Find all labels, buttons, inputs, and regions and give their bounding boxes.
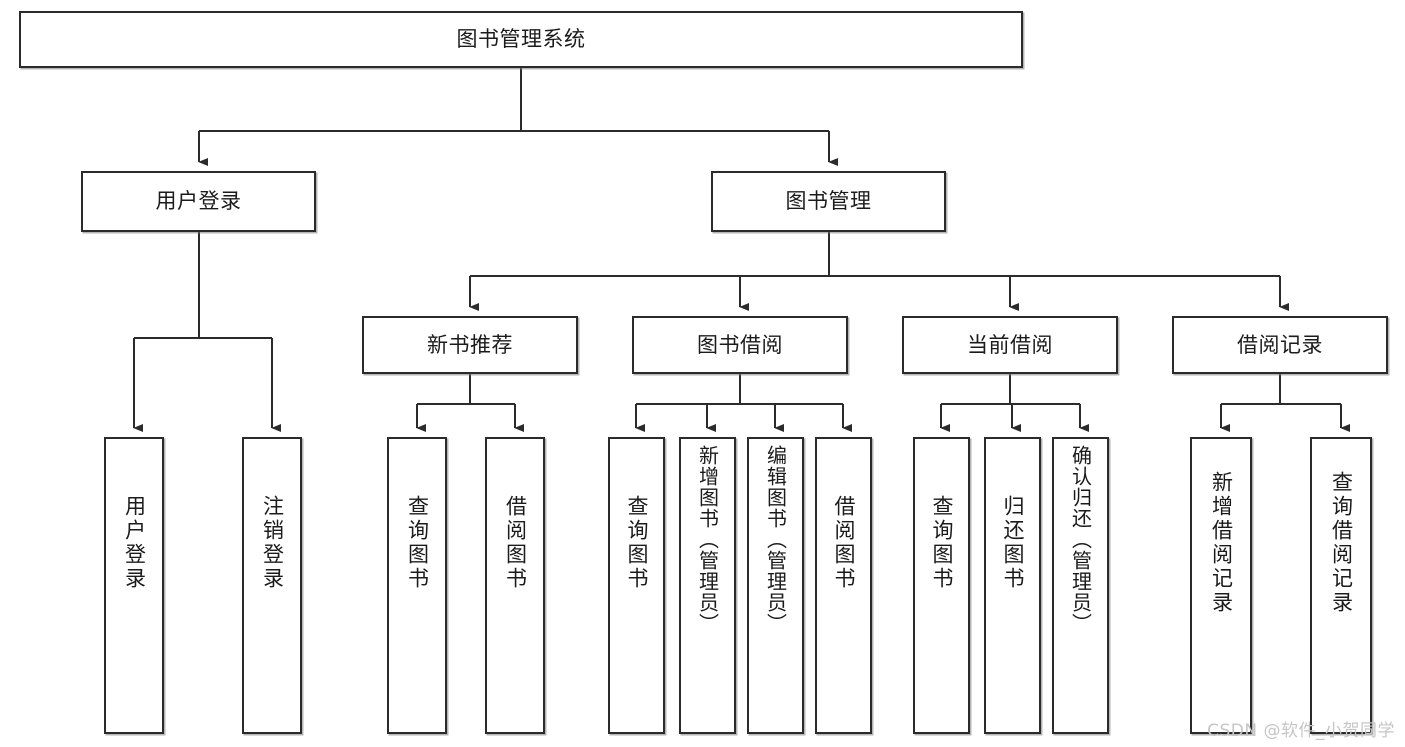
node-leaf-edit-book-admin[interactable]: 编辑图书（管理员） bbox=[747, 437, 804, 734]
node-leaf-query-book-recommend[interactable]: 查询图书 bbox=[387, 437, 447, 734]
node-leaf-query-book-recommend-label: 查询图书 bbox=[405, 495, 430, 591]
node-leaf-return-book[interactable]: 归还图书 bbox=[984, 437, 1041, 734]
node-leaf-query-book-borrow[interactable]: 查询图书 bbox=[608, 437, 665, 734]
node-leaf-query-book-current[interactable]: 查询图书 bbox=[913, 437, 970, 734]
node-book-borrow-label: 图书借阅 bbox=[697, 332, 783, 357]
node-leaf-add-borrow-record-label: 新增借阅记录 bbox=[1209, 471, 1234, 615]
node-user-login[interactable]: 用户登录 bbox=[81, 171, 316, 232]
node-leaf-user-login[interactable]: 用户登录 bbox=[104, 437, 164, 734]
node-leaf-query-book-current-label: 查询图书 bbox=[930, 495, 954, 591]
node-leaf-add-borrow-record[interactable]: 新增借阅记录 bbox=[1190, 437, 1252, 734]
node-leaf-edit-book-admin-label: 编辑图书（管理员） bbox=[763, 445, 788, 634]
node-leaf-logout-label: 注销登录 bbox=[260, 495, 285, 591]
csdn-watermark: CSDN @软件_小贺同学 bbox=[1207, 721, 1395, 741]
node-leaf-confirm-return-admin-label: 确认归还（管理员） bbox=[1068, 445, 1093, 634]
node-current-borrow-label: 当前借阅 bbox=[967, 332, 1053, 357]
node-leaf-return-book-label: 归还图书 bbox=[1001, 495, 1025, 591]
node-user-login-label: 用户登录 bbox=[155, 189, 242, 214]
node-leaf-user-login-label: 用户登录 bbox=[122, 495, 147, 591]
node-book-manage-label: 图书管理 bbox=[785, 189, 872, 214]
node-new-book-recommend[interactable]: 新书推荐 bbox=[362, 316, 578, 374]
node-leaf-query-borrow-record-label: 查询借阅记录 bbox=[1329, 471, 1354, 615]
node-leaf-borrow-book-recommend[interactable]: 借阅图书 bbox=[485, 437, 545, 734]
node-leaf-borrow-book-label: 借阅图书 bbox=[832, 495, 856, 591]
node-borrow-record-label: 借阅记录 bbox=[1237, 332, 1323, 357]
node-current-borrow[interactable]: 当前借阅 bbox=[902, 316, 1118, 374]
node-book-manage[interactable]: 图书管理 bbox=[711, 171, 946, 232]
node-book-borrow[interactable]: 图书借阅 bbox=[632, 316, 848, 374]
node-leaf-logout[interactable]: 注销登录 bbox=[242, 437, 302, 734]
node-leaf-borrow-book-recommend-label: 借阅图书 bbox=[503, 495, 528, 591]
node-root[interactable]: 图书管理系统 bbox=[19, 11, 1023, 68]
node-new-book-recommend-label: 新书推荐 bbox=[427, 332, 513, 357]
node-leaf-query-borrow-record[interactable]: 查询借阅记录 bbox=[1310, 437, 1372, 734]
node-leaf-confirm-return-admin[interactable]: 确认归还（管理员） bbox=[1052, 437, 1109, 734]
node-leaf-query-book-borrow-label: 查询图书 bbox=[625, 495, 649, 591]
node-borrow-record[interactable]: 借阅记录 bbox=[1172, 316, 1388, 374]
node-leaf-borrow-book[interactable]: 借阅图书 bbox=[815, 437, 872, 734]
node-leaf-add-book-admin[interactable]: 新增图书（管理员） bbox=[679, 437, 736, 734]
node-leaf-add-book-admin-label: 新增图书（管理员） bbox=[695, 445, 720, 634]
node-root-label: 图书管理系统 bbox=[456, 27, 586, 52]
